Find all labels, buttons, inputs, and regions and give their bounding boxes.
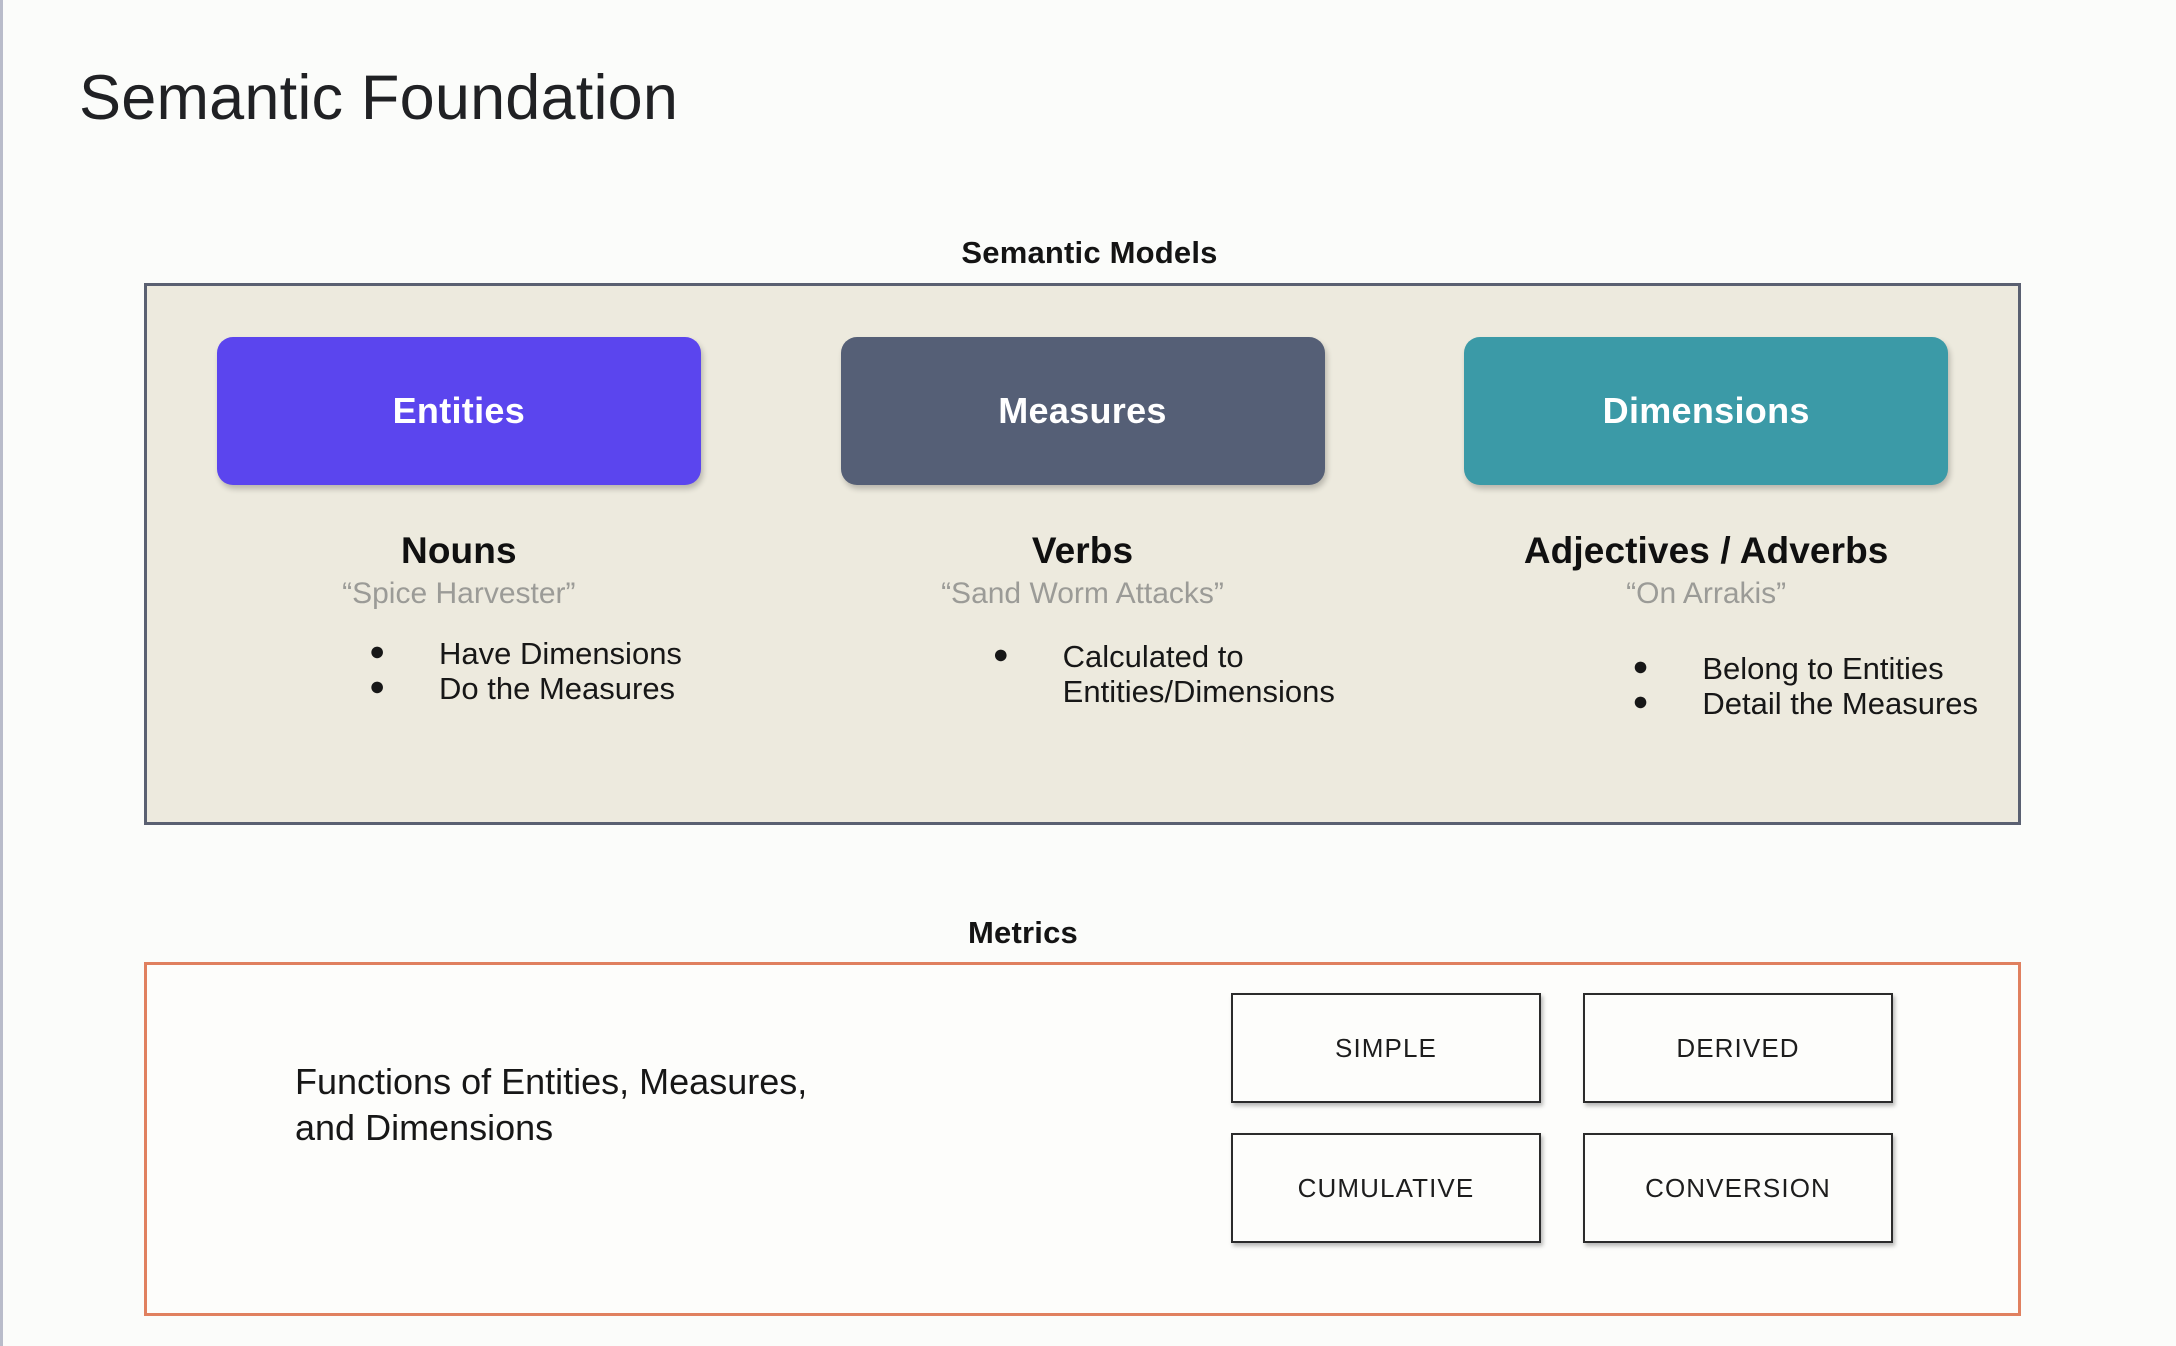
metric-type-simple[interactable]: SIMPLE xyxy=(1231,993,1541,1103)
entities-pill[interactable]: Entities xyxy=(216,337,701,485)
metric-type-cumulative[interactable]: CUMULATIVE xyxy=(1231,1133,1541,1243)
list-item: ● Calculated to Entities/Dimensions xyxy=(771,639,1395,709)
dimensions-pill[interactable]: Dimensions xyxy=(1464,337,1949,485)
measures-pill-label: Measures xyxy=(998,390,1167,431)
list-item-label: Do the Measures xyxy=(439,671,676,707)
semantic-models-grid: Entities Nouns “Spice Harvester” ● Have … xyxy=(147,286,2018,822)
metrics-heading: Metrics xyxy=(968,915,1078,950)
semantic-models-panel: Entities Nouns “Spice Harvester” ● Have … xyxy=(144,283,2021,825)
measures-example: “Sand Worm Attacks” xyxy=(941,577,1224,610)
metric-type-derived[interactable]: DERIVED xyxy=(1583,993,1893,1103)
entities-pill-label: Entities xyxy=(392,390,526,431)
entities-part-of-speech: Nouns xyxy=(401,530,517,571)
dimensions-example: “On Arrakis” xyxy=(1626,577,1787,610)
metric-type-conversion[interactable]: CONVERSION xyxy=(1583,1133,1893,1243)
list-item: ● Detail the Measures xyxy=(1394,686,2018,721)
list-item: ● Have Dimensions xyxy=(147,636,771,671)
list-item: ● Do the Measures xyxy=(147,671,771,706)
metrics-description: Functions of Entities, Measures, and Dim… xyxy=(295,1061,808,1149)
metric-type-label: SIMPLE xyxy=(1335,1032,1437,1063)
metrics-panel: Functions of Entities, Measures, and Dim… xyxy=(144,962,2021,1316)
list-item-label: Calculated to Entities/Dimensions xyxy=(1062,639,1335,710)
bullet-icon: ● xyxy=(992,639,1009,669)
list-item-label: Belong to Entities xyxy=(1702,651,1944,686)
model-column-measures: Measures Verbs “Sand Worm Attacks” ● Cal… xyxy=(771,286,1395,822)
bullet-icon: ● xyxy=(369,671,386,702)
bullet-icon: ● xyxy=(1632,651,1649,681)
semantic-models-heading: Semantic Models xyxy=(961,235,1218,270)
model-column-dimensions: Dimensions Adjectives / Adverbs “On Arra… xyxy=(1394,286,2018,822)
dimensions-part-of-speech: Adjectives / Adverbs xyxy=(1523,530,1889,571)
list-item-label: Detail the Measures xyxy=(1702,686,1979,722)
bullet-icon: ● xyxy=(1632,686,1649,717)
entities-example: “Spice Harvester” xyxy=(342,577,576,610)
measures-bullet-list: ● Calculated to Entities/Dimensions xyxy=(771,639,1395,709)
measures-part-of-speech: Verbs xyxy=(1031,530,1134,571)
metric-type-grid: SIMPLE DERIVED CUMULATIVE CONVERSION xyxy=(1231,993,1893,1243)
model-column-entities: Entities Nouns “Spice Harvester” ● Have … xyxy=(147,286,771,822)
list-item-label: Have Dimensions xyxy=(439,636,682,671)
dimensions-bullet-list: ● Belong to Entities ● Detail the Measur… xyxy=(1394,651,2018,721)
dimensions-pill-label: Dimensions xyxy=(1602,390,1810,431)
page-title: Semantic Foundation xyxy=(79,63,679,133)
metric-type-label: CUMULATIVE xyxy=(1297,1172,1475,1203)
metric-type-label: DERIVED xyxy=(1676,1032,1800,1063)
metric-type-label: CONVERSION xyxy=(1645,1172,1831,1203)
list-item: ● Belong to Entities xyxy=(1394,651,2018,686)
entities-bullet-list: ● Have Dimensions ● Do the Measures xyxy=(147,636,771,706)
measures-pill[interactable]: Measures xyxy=(840,337,1325,485)
bullet-icon: ● xyxy=(369,636,386,666)
